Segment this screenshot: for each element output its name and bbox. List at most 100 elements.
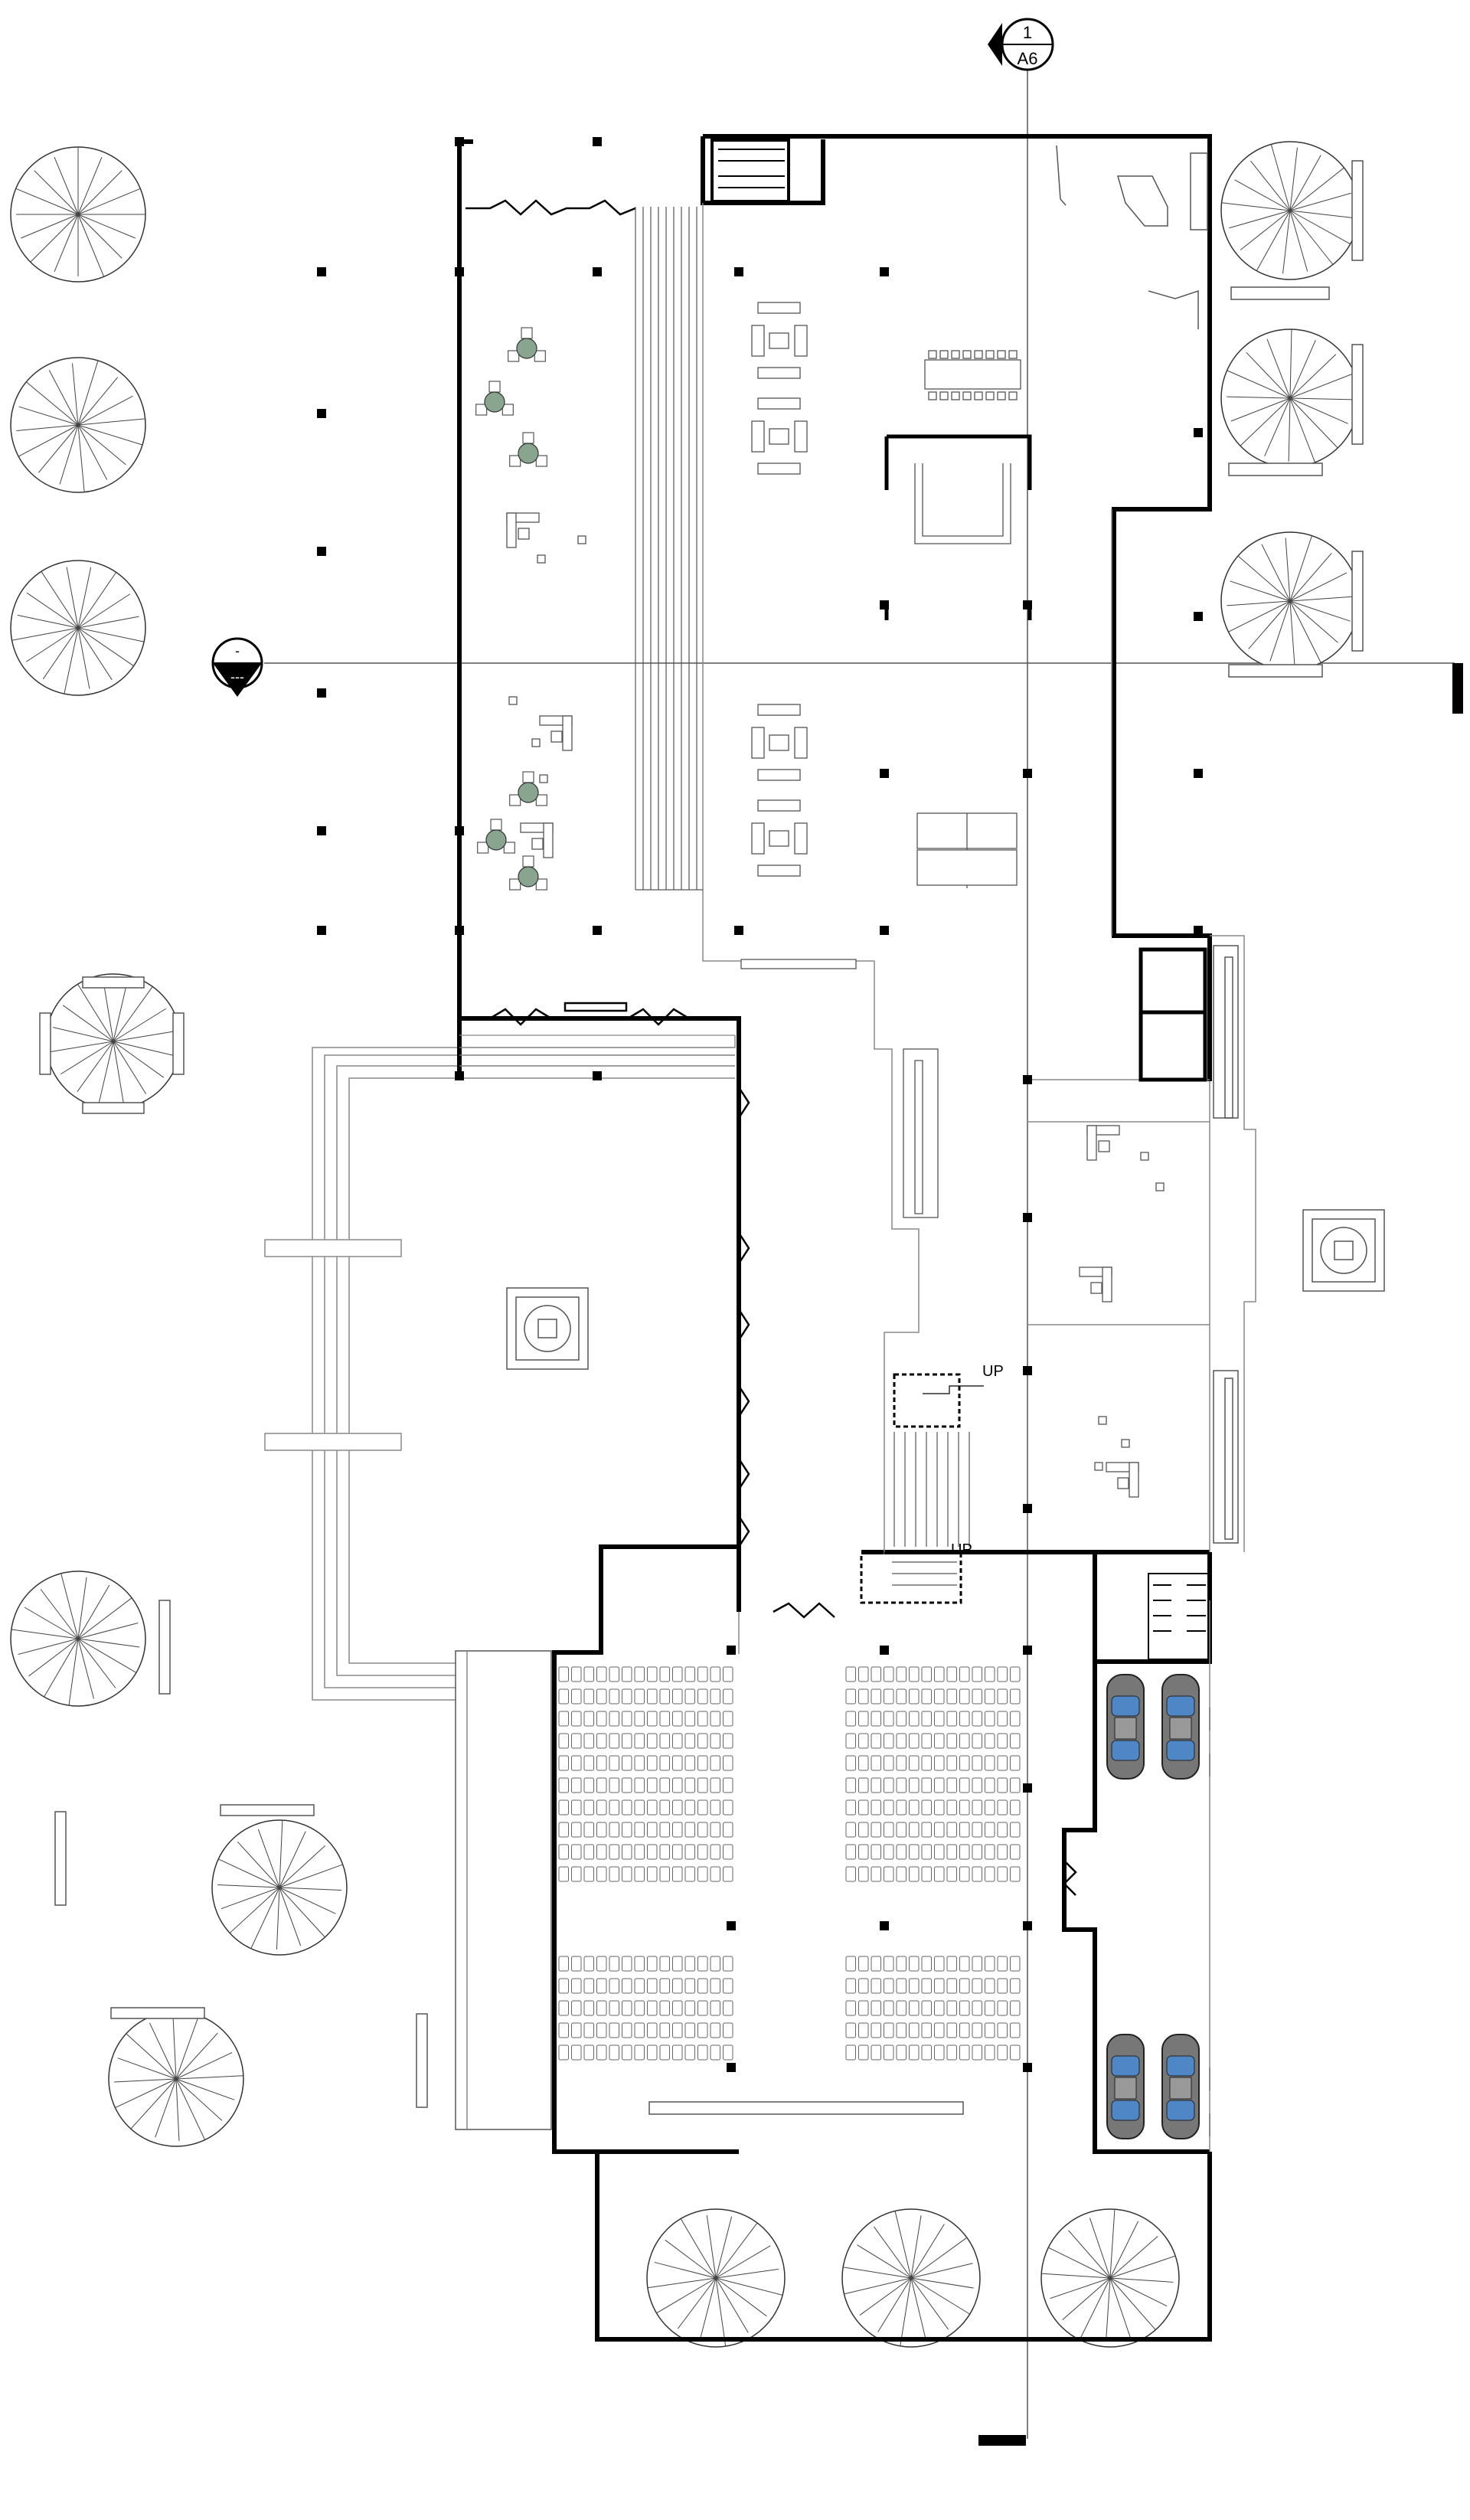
seat [972, 1688, 982, 1705]
seat [659, 1866, 670, 1882]
seat [934, 1956, 945, 1972]
seat [622, 2022, 632, 2038]
seat [909, 1666, 920, 1682]
seat [596, 2044, 607, 2061]
seat [596, 1822, 607, 1838]
seat [684, 2000, 695, 2016]
column [455, 267, 464, 276]
seat [985, 1956, 995, 1972]
seat [985, 1799, 995, 1816]
column [734, 267, 743, 276]
benches [39, 160, 1364, 2108]
seat [697, 1978, 708, 1994]
seat [921, 1666, 932, 1682]
seat [672, 2022, 683, 2038]
tree-icon [108, 2011, 244, 2147]
seat [571, 1978, 582, 1994]
desk-chair [520, 822, 554, 858]
seat [634, 2000, 645, 2016]
seat [697, 1844, 708, 1860]
seat [972, 1822, 982, 1838]
lounge-set [751, 397, 808, 475]
seat [647, 1755, 658, 1771]
seat [659, 2000, 670, 2016]
seat [659, 2044, 670, 2061]
seat [697, 1733, 708, 1749]
seat [884, 1978, 894, 1994]
seat [909, 1755, 920, 1771]
seat [558, 1666, 569, 1682]
seat [959, 1711, 970, 1727]
seat [697, 1688, 708, 1705]
seat [1010, 2044, 1021, 2061]
seat [858, 1799, 869, 1816]
courtyard-planter [506, 1287, 589, 1370]
column [880, 926, 889, 935]
column [727, 1646, 736, 1655]
seat [672, 2044, 683, 2061]
seat [858, 1777, 869, 1793]
seat [921, 1711, 932, 1727]
seat [723, 1844, 733, 1860]
plant-icon [509, 855, 547, 891]
east-planter [1302, 1209, 1385, 1292]
seat [622, 1866, 632, 1882]
seat [845, 1711, 856, 1727]
car-icon [1161, 2034, 1200, 2139]
seat [997, 1978, 1008, 1994]
seat [909, 2000, 920, 2016]
seat [871, 1688, 881, 1705]
seat [934, 2000, 945, 2016]
seat [647, 1956, 658, 1972]
seat [647, 1688, 658, 1705]
seat [884, 1711, 894, 1727]
seat [972, 2022, 982, 2038]
column [317, 267, 326, 276]
stool [1121, 1439, 1130, 1448]
seat [946, 2044, 957, 2061]
column [1023, 1921, 1032, 1930]
seat [997, 2000, 1008, 2016]
seat [571, 1799, 582, 1816]
seat [972, 1733, 982, 1749]
seat [858, 2022, 869, 2038]
seat [858, 1822, 869, 1838]
seat [684, 1866, 695, 1882]
seat [921, 1755, 932, 1771]
seat [959, 1822, 970, 1838]
seat [985, 2000, 995, 2016]
seat [659, 1956, 670, 1972]
seat [571, 1777, 582, 1793]
seat [934, 2044, 945, 2061]
seat [571, 1688, 582, 1705]
tree-icon [1220, 141, 1360, 280]
seat [997, 1733, 1008, 1749]
seat [583, 1956, 594, 1972]
seat [583, 1711, 594, 1727]
seat [959, 1755, 970, 1771]
seat [997, 1956, 1008, 1972]
seat [609, 1711, 619, 1727]
seat [985, 1733, 995, 1749]
stool [508, 696, 518, 705]
lounge-set [751, 704, 808, 781]
seat [896, 1799, 906, 1816]
stage-edge [648, 2101, 964, 2115]
seat [634, 1755, 645, 1771]
seat [896, 1777, 906, 1793]
seat [985, 1822, 995, 1838]
seat [997, 1822, 1008, 1838]
seat [672, 1777, 683, 1793]
seat [1010, 1978, 1021, 1994]
seat [1010, 1733, 1021, 1749]
seat [884, 1956, 894, 1972]
seat [697, 1755, 708, 1771]
seat [858, 1733, 869, 1749]
auditorium-seating [558, 1666, 1021, 2061]
stool [537, 554, 546, 564]
column [1023, 769, 1032, 778]
seat [985, 1777, 995, 1793]
seat [659, 2022, 670, 2038]
